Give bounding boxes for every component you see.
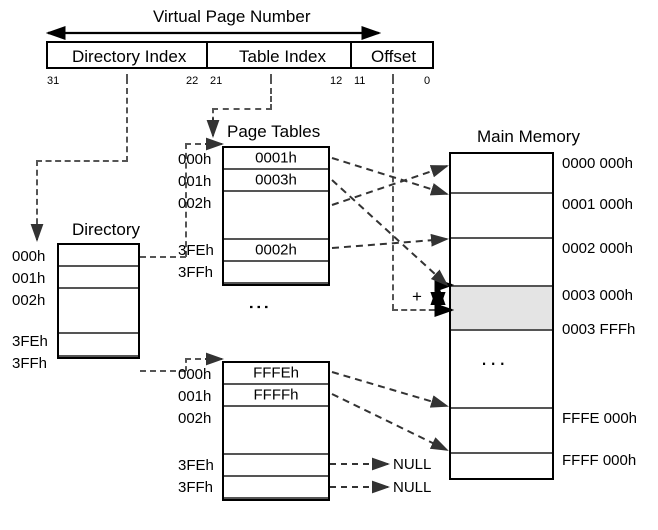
pt1-value-001h: 0003h bbox=[255, 171, 297, 189]
pt1-index-3FEh: 3FEh bbox=[178, 242, 214, 259]
null-label-3FFh: NULL bbox=[393, 479, 432, 496]
dir3ff-to-pt2-top bbox=[185, 358, 211, 360]
memory-address-0001000h: 0001 000h bbox=[562, 196, 633, 213]
page-table-row bbox=[224, 407, 328, 455]
bit-22: 22 bbox=[186, 75, 199, 87]
main-memory-table: ... bbox=[449, 152, 554, 480]
tbl-route-down bbox=[270, 88, 272, 110]
page-table-second: FFFEh FFFFh bbox=[222, 361, 330, 501]
directory-index-000h: 000h bbox=[12, 248, 46, 265]
bit-21: 21 bbox=[210, 75, 223, 87]
tbl-route-left bbox=[212, 108, 272, 110]
field-divider-2 bbox=[350, 41, 352, 69]
offset-route-down bbox=[392, 88, 394, 310]
pt2-index-3FFh: 3FFh bbox=[178, 479, 214, 496]
directory-index-3FEh: 3FEh bbox=[12, 333, 48, 350]
dir-route-down2 bbox=[36, 160, 38, 234]
dir000-to-pt1-v bbox=[185, 143, 187, 257]
directory-row bbox=[59, 289, 138, 334]
directory-row bbox=[59, 245, 138, 267]
directory-index-002h: 002h bbox=[12, 292, 46, 309]
tick-tbl bbox=[270, 74, 272, 84]
main-memory-title: Main Memory bbox=[477, 127, 580, 146]
pt2-value-001h: FFFFh bbox=[253, 386, 299, 404]
tick-dir bbox=[126, 74, 128, 84]
dir000-to-pt1-top bbox=[185, 143, 211, 145]
pt1-value-3FEh: 0002h bbox=[255, 241, 297, 259]
pt2-index-002h: 002h bbox=[178, 410, 212, 427]
memory-frame bbox=[451, 409, 552, 454]
bit-12: 12 bbox=[330, 75, 343, 87]
page-table-row bbox=[224, 192, 328, 240]
page-table-row: 0001h bbox=[224, 148, 328, 170]
bit-0: 0 bbox=[424, 75, 431, 87]
field-offset: Offset bbox=[371, 47, 417, 66]
directory-row bbox=[59, 334, 138, 357]
pt1-index-002h: 002h bbox=[178, 195, 212, 212]
null-label-3FEh: NULL bbox=[393, 456, 432, 473]
tbl-route-down2 bbox=[212, 108, 214, 122]
offset-plus-sign: + bbox=[412, 287, 422, 306]
memory-address-0003FFFh: 0003 FFFh bbox=[562, 321, 636, 338]
memory-frame: ... bbox=[451, 331, 552, 409]
page-table-row: FFFEh bbox=[224, 363, 328, 385]
memory-address-0000000h: 0000 000h bbox=[562, 155, 633, 172]
page-tables-title: Page Tables bbox=[227, 122, 321, 141]
page-table-row bbox=[224, 262, 328, 284]
memory-address-0002000h: 0002 000h bbox=[562, 240, 633, 257]
dir000-to-pt1-h bbox=[140, 256, 186, 258]
tick-off bbox=[392, 74, 394, 84]
pt1-value-000h: 0001h bbox=[255, 149, 297, 167]
memory-frame bbox=[451, 239, 552, 287]
dir-route-down bbox=[126, 88, 128, 162]
directory-index-001h: 001h bbox=[12, 270, 46, 287]
field-directory-index: Directory Index bbox=[72, 47, 187, 66]
offset-route-right bbox=[392, 309, 444, 311]
pt2-index-3FEh: 3FEh bbox=[178, 457, 214, 474]
memory-ellipsis: ... bbox=[481, 345, 509, 370]
page-table-row bbox=[224, 455, 328, 477]
memory-frame bbox=[451, 194, 552, 239]
dir-route-left bbox=[36, 160, 128, 162]
pt2-index-000h: 000h bbox=[178, 366, 212, 383]
page-table-row: FFFFh bbox=[224, 385, 328, 407]
page-table-row: 0002h bbox=[224, 240, 328, 262]
memory-address-0003000h: 0003 000h bbox=[562, 287, 633, 304]
page-table-first: 0001h 0003h 0002h bbox=[222, 146, 330, 286]
bit-31: 31 bbox=[47, 75, 60, 87]
pt2-index-001h: 001h bbox=[178, 388, 212, 405]
directory-title: Directory bbox=[72, 220, 141, 239]
page-table-row: 0003h bbox=[224, 170, 328, 192]
directory-index-3FFh: 3FFh bbox=[12, 355, 48, 372]
pt1-index-001h: 001h bbox=[178, 173, 212, 190]
page-table-row bbox=[224, 477, 328, 499]
memory-address-FFFE000h: FFFE 000h bbox=[562, 410, 638, 427]
directory-row bbox=[59, 267, 138, 289]
bit-11: 11 bbox=[354, 75, 366, 87]
dir3ff-to-pt2-v bbox=[185, 358, 187, 371]
pt1-index-000h: 000h bbox=[178, 151, 212, 168]
pt2-value-000h: FFFEh bbox=[253, 364, 299, 382]
vpn-title: Virtual Page Number bbox=[153, 7, 311, 26]
memory-frame bbox=[451, 154, 552, 194]
directory-table bbox=[57, 243, 140, 359]
dir3ff-to-pt2-h bbox=[140, 370, 186, 372]
pt1-index-3FFh: 3FFh bbox=[178, 264, 214, 281]
memory-address-FFFF000h: FFFF 000h bbox=[562, 452, 637, 469]
memory-frame-shaded bbox=[451, 287, 552, 331]
virtual-address-bar bbox=[46, 41, 434, 69]
field-table-index: Table Index bbox=[239, 47, 326, 66]
field-divider-1 bbox=[206, 41, 208, 69]
